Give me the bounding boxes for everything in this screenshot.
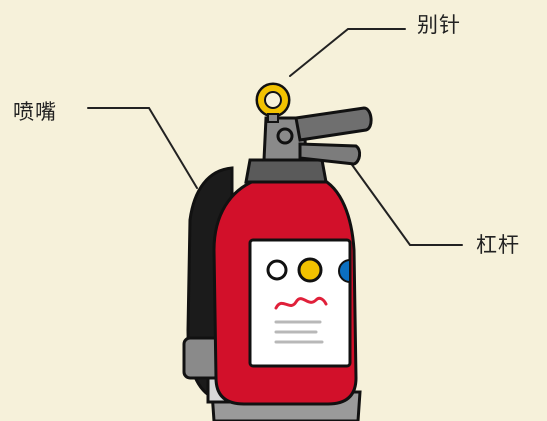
lever-label: 杠杆: [476, 233, 520, 257]
instruction-label: [248, 238, 352, 368]
gauge-dial-blue: [338, 258, 351, 284]
pin-label: 别针: [417, 13, 461, 37]
label-text-lines: [274, 320, 324, 344]
nozzle-callout-line: [87, 107, 198, 189]
extinguisher-neck: [244, 158, 328, 184]
lever-callout-line: [349, 161, 463, 246]
pin-callout-line: [289, 28, 406, 77]
gauge-dial-yellow: [297, 257, 323, 283]
gauge-dial-white: [266, 259, 288, 281]
squeeze-lever: [298, 142, 362, 166]
carry-handle: [294, 106, 373, 142]
label-squiggle: [274, 296, 328, 310]
nozzle-label: 喷嘴: [13, 100, 57, 124]
